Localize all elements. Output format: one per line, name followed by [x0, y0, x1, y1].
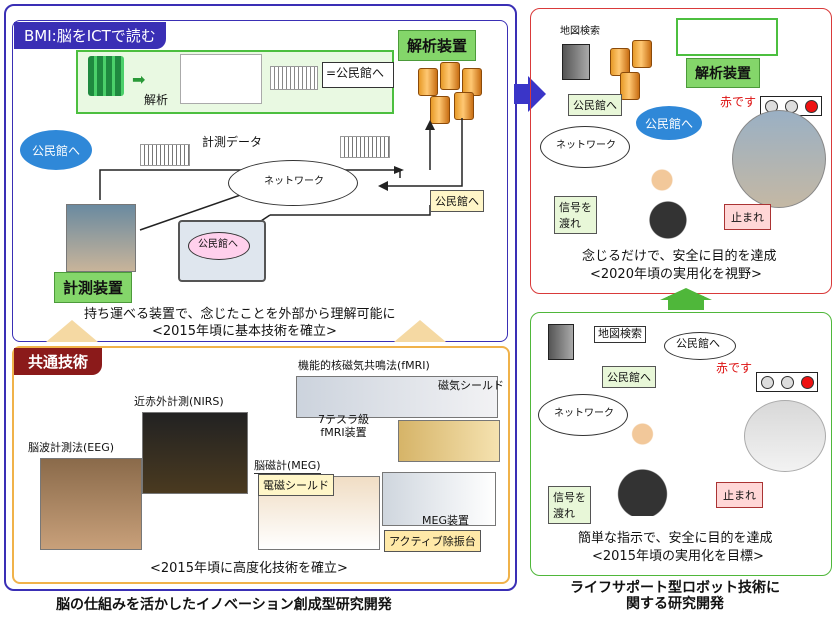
thought-bubble: 公民館へ: [636, 106, 702, 140]
up-arrow-icon: [46, 320, 98, 342]
server-icon: [418, 68, 438, 96]
street-photo: [732, 110, 826, 208]
map-search-label: 地図検索: [560, 26, 600, 37]
bmi-title: BMI:脳をICTで読む: [14, 22, 166, 49]
analysis-device-label: 解析装置: [398, 30, 477, 61]
bmi-outer-frame: [4, 4, 517, 591]
footer-right: ライフサポート型ロボット技術に 関する研究開発: [570, 580, 780, 612]
meg-device-label: MEG装置: [422, 514, 469, 527]
measured-data-label: 計測データ: [202, 135, 263, 149]
signal-label: 信号を 渡れ: [548, 486, 591, 524]
footer-left: 脳の仕組みを活かしたイノベーション創成型研究開発: [56, 597, 392, 613]
analysis-chart-icon: [180, 54, 262, 104]
to-kominkan-label: 公民館へ: [430, 190, 484, 212]
future-caption-1: 念じるだけで、安全に目的を達成: [582, 249, 777, 264]
meg-label: 脳磁計(MEG): [254, 459, 321, 474]
footer-right-text: ライフサポート型ロボット技術に 関する研究開発: [570, 580, 780, 613]
common-title: 共通技術: [14, 348, 103, 375]
red-light-label: 赤です: [716, 361, 753, 375]
nirs-label: 近赤外計測(NIRS): [134, 395, 224, 408]
speech-bubble: [664, 332, 736, 360]
to-kominkan-label: 公民館へ: [602, 366, 656, 388]
arrow-right-icon: ➡: [132, 70, 146, 89]
network-cloud: [540, 126, 630, 168]
network-label: ネットワーク: [556, 140, 616, 151]
signal-text: 信号を 渡れ: [553, 491, 586, 520]
red-light-label: 赤です: [720, 95, 757, 109]
fmri-photo: [296, 376, 498, 418]
data-cube-icon: [88, 56, 124, 96]
meg-device-photo: [382, 472, 496, 526]
active-isolation-label: アクティブ除振台: [384, 530, 481, 552]
right-arrow-head: [528, 76, 546, 112]
nirs-photo: [142, 412, 248, 494]
waveform-icon: [340, 136, 390, 158]
server-icon: [430, 96, 450, 124]
wheelchair-icon: [604, 416, 674, 516]
server-icon: [440, 62, 460, 90]
fmri-room-photo: [398, 420, 500, 462]
network-cloud: [228, 160, 358, 206]
wheelchair-icon: [632, 160, 692, 240]
right-arrow-icon: [514, 84, 530, 104]
fmri-label: 機能的核磁気共鳴法(fMRI): [298, 359, 430, 372]
em-shield-label: 電磁シールド: [258, 474, 334, 496]
measuring-device-label: 計測装置: [54, 272, 133, 303]
result-text: =公民館へ: [326, 66, 385, 80]
bmi-caption-2: <2015年頃に基本技術を確立>: [152, 324, 337, 339]
up-arrow-icon: [394, 320, 446, 342]
stop-label: 止まれ: [716, 482, 763, 508]
signal-text: 信号を 渡れ: [559, 201, 592, 230]
analysis-screen-icon: [676, 18, 778, 56]
future-caption-2: <2020年頃の実用化を視野>: [590, 267, 762, 282]
traffic-light: [756, 372, 818, 392]
network-label: ネットワーク: [554, 408, 614, 419]
server-icon: [620, 72, 640, 100]
fmri-device-label: 7テスラ級 fMRI装置: [318, 413, 369, 439]
magnetic-shield-label: 磁気シールド: [438, 379, 504, 392]
eeg-photo: [40, 458, 142, 550]
lifesupport-panel: [530, 312, 832, 576]
common-panel: [12, 346, 510, 584]
monitor-text: 公民館へ: [198, 239, 238, 250]
result-bubble: [322, 62, 394, 88]
waveform-icon: [140, 144, 190, 166]
server-icon: [454, 92, 474, 120]
bmi-caption-1: 持ち運べる装置で、念じたことを外部から理解可能に: [84, 307, 396, 322]
to-kominkan-label: 公民館へ: [568, 94, 622, 116]
speech-text: 公民館へ: [676, 337, 720, 350]
server-icon: [548, 324, 574, 360]
analysis-device-label: 解析装置: [686, 58, 760, 88]
bmi-panel: [12, 20, 508, 342]
network-label: ネットワーク: [264, 176, 324, 187]
street-photo: [744, 400, 826, 472]
thought-bubble: 公民館へ: [20, 130, 92, 170]
server-icon: [632, 40, 652, 68]
common-caption: <2015年頃に高度化技術を確立>: [150, 561, 348, 576]
waveform-icon: [270, 66, 318, 90]
map-search-label: 地図検索: [594, 326, 646, 343]
fmri-device-text: 7テスラ級 fMRI装置: [318, 413, 369, 439]
analysis-label: 解析: [144, 93, 169, 107]
stop-label: 止まれ: [724, 204, 771, 230]
up-arrow-head: [660, 288, 712, 300]
subject-photo: [66, 204, 136, 272]
lifesupport-caption-1: 簡単な指示で、安全に目的を達成: [578, 531, 773, 546]
monitor-screen-bubble: [188, 232, 250, 260]
lifesupport-caption-2: <2015年頃の実用化を目標>: [592, 549, 764, 564]
eeg-label: 脳波計測法(EEG): [28, 441, 115, 454]
signal-label: 信号を 渡れ: [554, 196, 597, 234]
server-icon: [562, 44, 590, 80]
